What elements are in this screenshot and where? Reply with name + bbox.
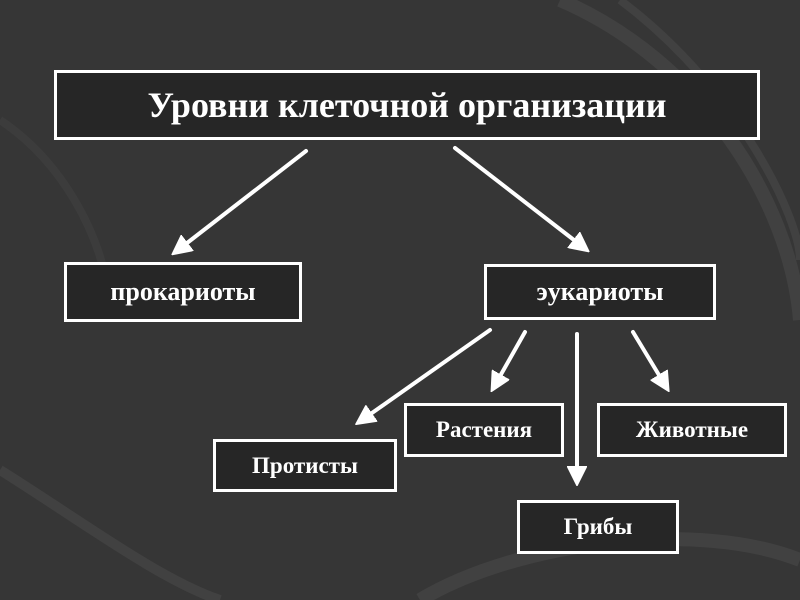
- arrow-root-to-prokaryotes: [178, 149, 308, 250]
- plants-node-label: Растения: [435, 417, 533, 442]
- plants-node: Растения: [404, 403, 564, 457]
- protists-node-label: Протисты: [252, 452, 358, 478]
- arrow-root-to-eukaryotes: [453, 146, 583, 247]
- fungi-node-label: Грибы: [563, 514, 633, 539]
- arrow-eukaryotes-to-protists: [362, 328, 492, 420]
- eukaryotes-node: эукариоты: [484, 264, 716, 320]
- protists-node: Протисты: [213, 439, 397, 492]
- arrow-eukaryotes-to-animals: [631, 330, 665, 385]
- prokaryotes-node-label: прокариоты: [110, 277, 256, 306]
- root-node: Уровни клеточной организации: [54, 70, 760, 140]
- animals-node: Животные: [597, 403, 787, 457]
- eukaryotes-node-label: эукариоты: [536, 277, 664, 306]
- prokaryotes-node: прокариоты: [64, 262, 302, 322]
- arrow-eukaryotes-to-plants: [495, 330, 527, 385]
- root-node-label: Уровни клеточной организации: [147, 85, 667, 125]
- animals-node-label: Животные: [635, 417, 749, 442]
- fungi-node: Грибы: [517, 500, 679, 554]
